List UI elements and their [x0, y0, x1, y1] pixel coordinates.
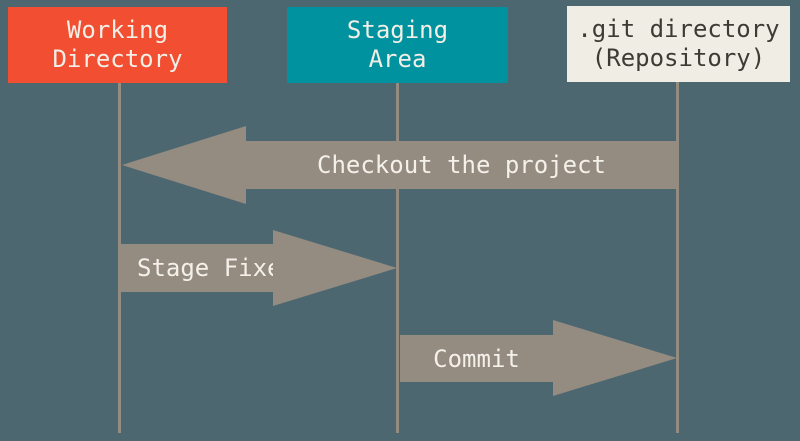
column-header-staging-area: Staging Area	[287, 7, 508, 83]
column-header-git-directory: .git directory (Repository)	[567, 6, 790, 82]
column-label-line2: (Repository)	[591, 44, 766, 72]
column-label-line2: Directory	[52, 45, 183, 73]
column-label-line1: Staging	[346, 16, 449, 44]
arrow-checkout-the-project: Checkout the project	[246, 141, 677, 189]
arrow-commit: Commit	[400, 335, 553, 382]
column-header-working-directory: Working Directory	[8, 7, 227, 83]
arrow-label: Commit	[433, 344, 520, 373]
arrow-label: Stage Fixes	[137, 254, 296, 282]
arrow-stage-fixes: Stage Fixes	[120, 244, 296, 292]
arrow-label: Checkout the project	[317, 151, 606, 179]
arrow-commit-head-right-icon	[553, 320, 677, 396]
arrow-stage-fixes-head-right-icon	[273, 230, 397, 306]
lifeline-git-directory	[676, 82, 679, 433]
arrow-checkout-head-left-icon	[122, 126, 246, 204]
column-label-line1: .git directory	[577, 15, 780, 43]
lifeline-working-directory	[118, 83, 121, 433]
lifeline-staging-area	[396, 83, 399, 433]
column-label-line2: Area	[368, 45, 427, 73]
column-label-line1: Working	[66, 16, 169, 44]
